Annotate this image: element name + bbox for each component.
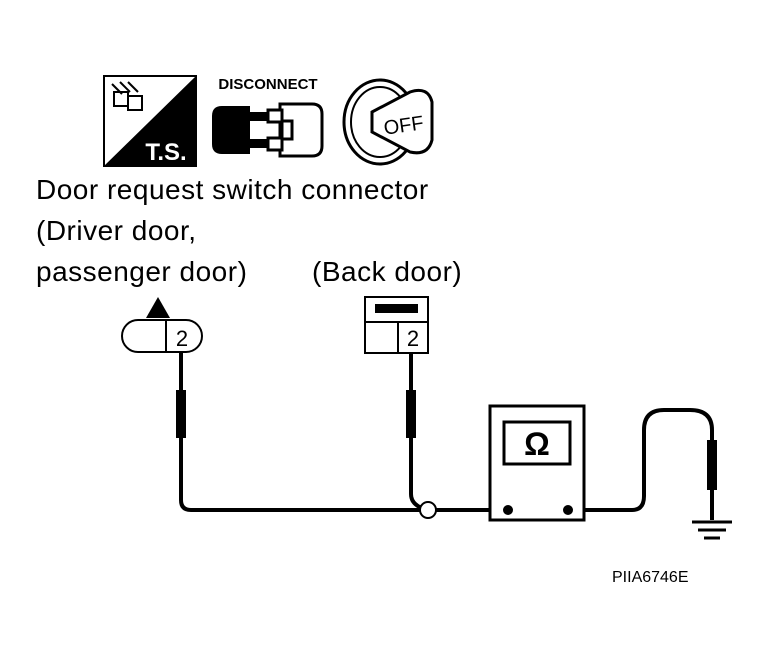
connector-pointer-icon — [146, 297, 170, 318]
disconnect-icon: DISCONNECT — [212, 76, 324, 158]
back-connector-pin: 2 — [407, 326, 419, 351]
ignition-off-icon: OFF — [342, 78, 434, 166]
back-door-label: (Back door) — [312, 256, 463, 287]
figure-code: PIIA6746E — [612, 569, 689, 586]
junction-icon — [419, 501, 437, 519]
ohmmeter: Ω — [488, 404, 586, 522]
driver-wire — [179, 353, 428, 512]
probe-back-icon — [406, 390, 416, 438]
ground-icon — [692, 520, 732, 540]
driver-door-connector: 2 — [121, 297, 203, 353]
back-door-connector: 2 — [364, 296, 429, 354]
ohm-symbol: Ω — [524, 426, 550, 462]
probe-ground-icon — [707, 440, 717, 490]
connector-title-line-2: (Driver door, — [36, 215, 197, 246]
ts-icon-label: T.S. — [145, 139, 186, 166]
ts-icon: T.S. — [103, 75, 197, 167]
connector-title-line-1: Door request switch connector — [36, 174, 429, 205]
wires — [179, 353, 714, 520]
disconnect-icon-label: DISCONNECT — [218, 76, 317, 93]
probe-left-icon — [176, 390, 186, 438]
driver-connector-pin: 2 — [176, 326, 188, 351]
meter-lead-right — [568, 408, 714, 520]
connector-title-line-3: passenger door) — [36, 256, 248, 287]
meter-terminal-right — [563, 505, 573, 515]
meter-terminal-left — [503, 505, 513, 515]
